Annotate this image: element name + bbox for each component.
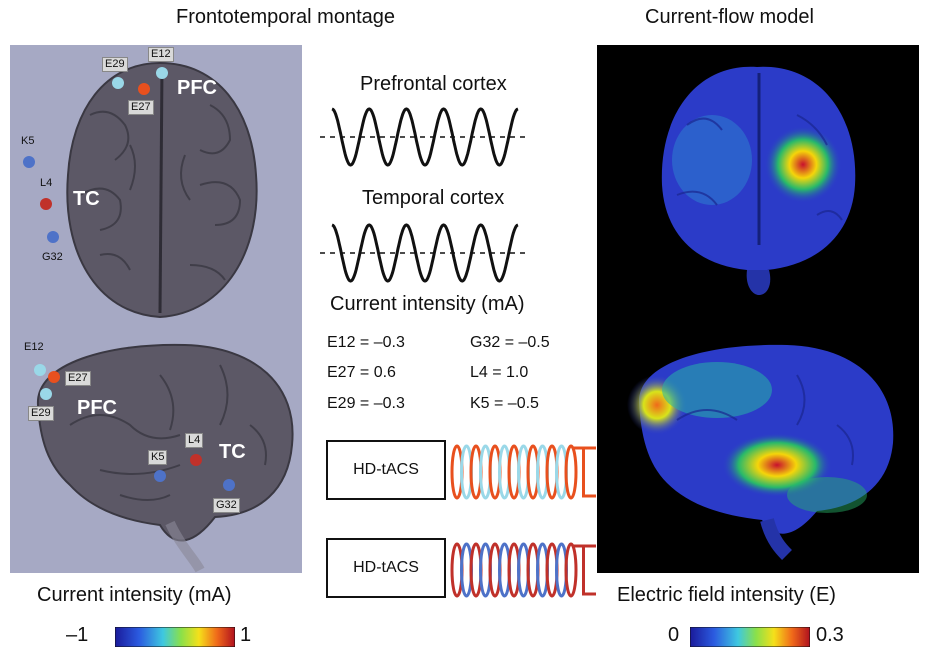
wave-label-prefrontal: Prefrontal cortex — [360, 73, 507, 95]
region-pfc-top: PFC — [177, 77, 217, 99]
ci-e29: E29 = –0.3 — [327, 395, 405, 412]
frontal-field-brain — [661, 66, 856, 295]
right-colorbar-max: 0.3 — [816, 624, 844, 646]
hdtacs-box-1: HD-tACS — [326, 440, 446, 500]
wave-label-temporal: Temporal cortex — [362, 187, 505, 209]
electrode-g32-bottom — [223, 479, 235, 491]
ci-k5: K5 = –0.5 — [470, 395, 539, 412]
electrode-e27-top — [138, 83, 150, 95]
electrode-label: G32 — [213, 498, 240, 513]
electrode-l4-top — [40, 198, 52, 210]
right-colorbar-min: 0 — [668, 624, 680, 646]
electrode-k5-top — [23, 156, 35, 168]
electrode-label: E12 — [148, 47, 174, 62]
left-title: Frontotemporal montage — [176, 6, 396, 28]
right-title: Current-flow model — [645, 6, 814, 28]
left-colorbar — [115, 627, 235, 647]
electrode-label: K5 — [21, 135, 35, 147]
coil-diagrams — [450, 444, 596, 598]
electrode-label: E27 — [128, 100, 154, 115]
current-flow-panel — [597, 45, 919, 573]
lateral-field-brain — [627, 344, 894, 560]
ci-e27: E27 = 0.6 — [327, 364, 396, 381]
electrode-e12-bottom — [34, 364, 46, 376]
left-colorbar-min: –1 — [66, 624, 89, 646]
top-brain — [66, 61, 258, 319]
electrode-label: E27 — [65, 371, 91, 386]
prefrontal-waveform — [320, 107, 530, 167]
left-colorbar-label: Current intensity (mA) — [37, 584, 232, 606]
current-flow-brains — [627, 66, 894, 560]
electrode-e29-bottom — [40, 388, 52, 400]
coil-lead — [573, 446, 596, 498]
region-tc-bottom: TC — [219, 441, 246, 463]
ci-e12: E12 = –0.3 — [327, 334, 405, 351]
left-colorbar-max: 1 — [240, 624, 252, 646]
coil-loop — [564, 542, 578, 598]
bottom-brain — [36, 343, 294, 573]
electrode-label: G32 — [42, 251, 63, 263]
montage-panel: E29 E12 E27 K5 L4 G32 PFC TC E12 E27 E29… — [10, 45, 302, 573]
ci-l4: L4 = 1.0 — [470, 364, 529, 381]
electrode-label: L4 — [40, 177, 53, 189]
electrode-k5-bottom — [154, 470, 166, 482]
electrode-g32-top — [47, 231, 59, 243]
electrode-e12-top — [156, 67, 168, 79]
electrode-e27-bottom — [48, 371, 60, 383]
electrode-label: K5 — [148, 450, 168, 465]
coil-lead — [573, 544, 596, 596]
hdtacs-box-2: HD-tACS — [326, 538, 446, 598]
electrode-e29-top — [112, 77, 124, 89]
coil-loop — [564, 444, 578, 500]
right-colorbar — [690, 627, 810, 647]
brain-illustrations — [36, 61, 294, 573]
region-tc-top: TC — [73, 188, 100, 210]
electrode-label: E12 — [24, 341, 44, 353]
region-pfc-bottom: PFC — [77, 397, 117, 419]
electrode-label: E29 — [102, 57, 128, 72]
current-intensity-title: Current intensity (mA) — [330, 293, 525, 315]
right-colorbar-label: Electric field intensity (E) — [617, 584, 836, 606]
electrode-l4-bottom — [190, 454, 202, 466]
electrode-label: L4 — [185, 433, 204, 448]
ci-g32: G32 = –0.5 — [470, 334, 550, 351]
electrode-label: E29 — [28, 406, 54, 421]
temporal-waveform — [320, 223, 530, 283]
